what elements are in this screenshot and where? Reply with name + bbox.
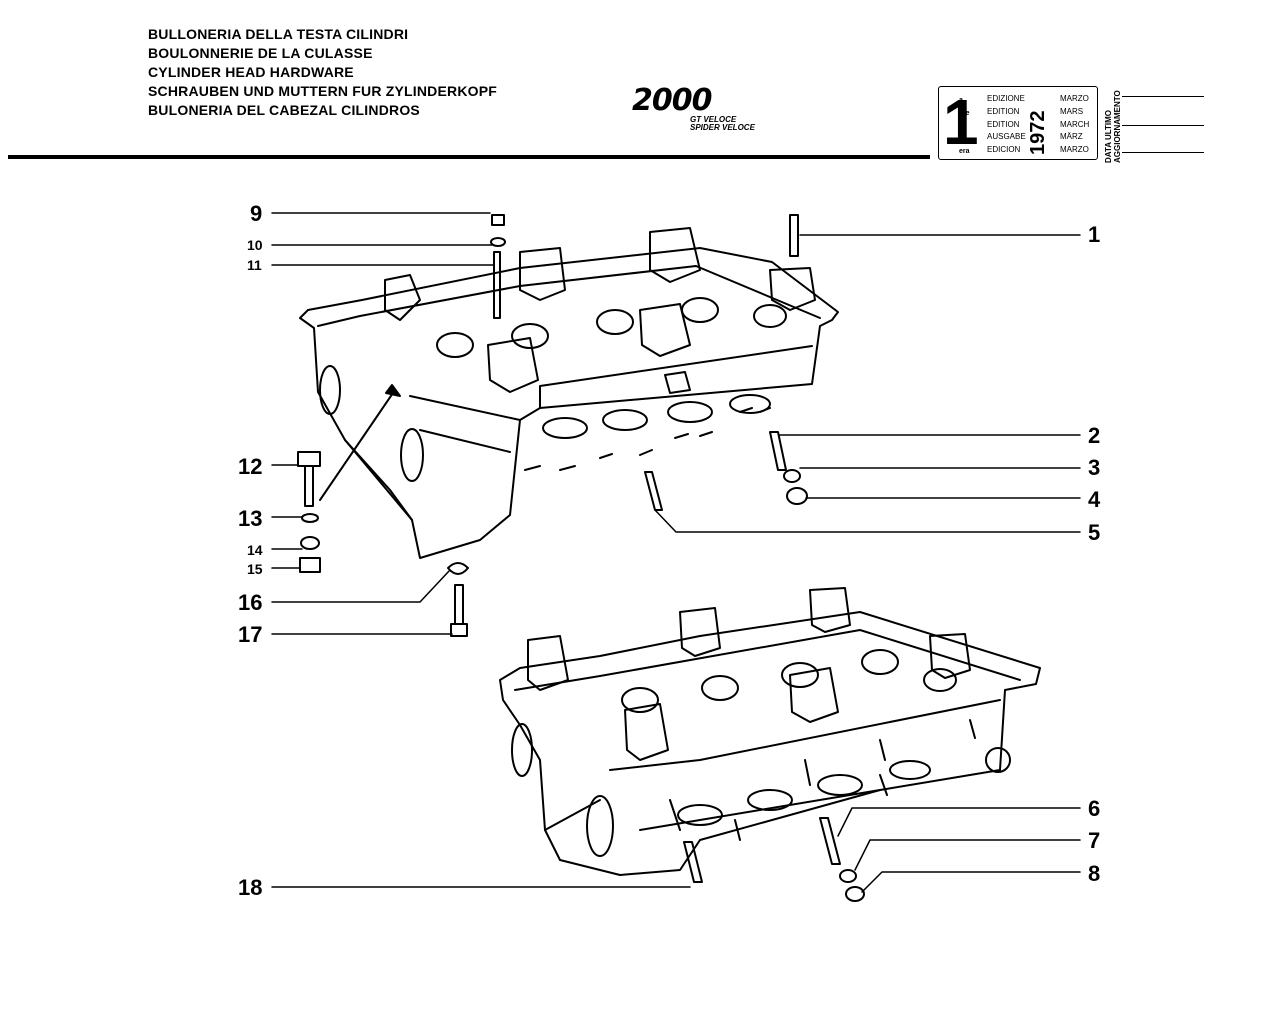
callout-14: 14: [247, 542, 263, 558]
callout-3: 3: [1088, 455, 1100, 480]
edition-month: MARCH: [1060, 120, 1090, 129]
header-rule: [8, 155, 930, 159]
title-german: SCHRAUBEN UND MUTTERN FUR ZYLINDERKOPF: [148, 83, 498, 99]
model-logo: 2000 GT VELOCE SPIDER VELOCE: [632, 83, 760, 132]
callout-4: 4: [1088, 487, 1101, 512]
edition-month: MÄRZ: [1060, 132, 1083, 141]
callout-11: 11: [247, 257, 262, 273]
callout-8: 8: [1088, 861, 1100, 886]
title-french: BOULONNERIE DE LA CULASSE: [148, 45, 373, 61]
callout-16: 16: [238, 590, 262, 615]
update-line: [1122, 152, 1204, 153]
edition-suffix: ère: [959, 110, 970, 117]
logo-main: 2000: [632, 83, 713, 118]
title-spanish: BULONERIA DEL CABEZAL CILINDROS: [148, 102, 420, 118]
callout-1: 1: [1088, 222, 1100, 247]
callout-10: 10: [247, 237, 263, 253]
edition-month: MARZO: [1060, 145, 1089, 154]
callout-9: 9: [250, 201, 262, 226]
title-english: CYLINDER HEAD HARDWARE: [148, 64, 354, 80]
edition-word: AUSGABE: [987, 132, 1026, 141]
edition-number: 1: [943, 86, 979, 158]
edition-month: MARZO: [1060, 94, 1089, 103]
edition-month: MARS: [1060, 107, 1084, 116]
edition-word: EDIZIONE: [987, 94, 1025, 103]
update-line: [1122, 96, 1204, 97]
update-line: [1122, 125, 1204, 126]
edition-suffix: st: [959, 123, 966, 130]
edition-word: EDITION: [987, 107, 1020, 116]
hardware-parts: [297, 214, 865, 902]
callout-7: 7: [1088, 828, 1100, 853]
callout-6: 6: [1088, 796, 1100, 821]
edition-word: EDICION: [987, 145, 1021, 154]
edition-suffix: a: [959, 97, 963, 104]
logo-line2: SPIDER VELOCE: [690, 123, 755, 132]
callout-labels: 1 2 3 4 5 6 7 8 9 10 11 12 13 14 15 16 1…: [238, 201, 1101, 900]
callout-5: 5: [1088, 520, 1100, 545]
title-block: BULLONERIA DELLA TESTA CILINDRI BOULONNE…: [148, 25, 497, 120]
callout-18: 18: [238, 875, 262, 900]
cylinder-head-lower: [499, 587, 1041, 876]
edition-word: EDITION: [987, 120, 1020, 129]
callout-13: 13: [238, 506, 262, 531]
cylinder-head-upper: [299, 227, 839, 559]
edition-suffix: ·: [959, 135, 962, 142]
callout-17: 17: [238, 622, 262, 647]
callout-15: 15: [247, 561, 263, 577]
leader-lines: [271, 212, 1081, 893]
logo-line1: GT VELOCE: [690, 115, 737, 124]
title-italian: BULLONERIA DELLA TESTA CILINDRI: [148, 26, 409, 42]
callout-12: 12: [238, 454, 262, 479]
edition-suffix: era: [959, 148, 970, 155]
edition-box: 1 a ère st · era EDIZIONE EDITION EDITIO…: [938, 86, 1098, 160]
callout-2: 2: [1088, 423, 1100, 448]
